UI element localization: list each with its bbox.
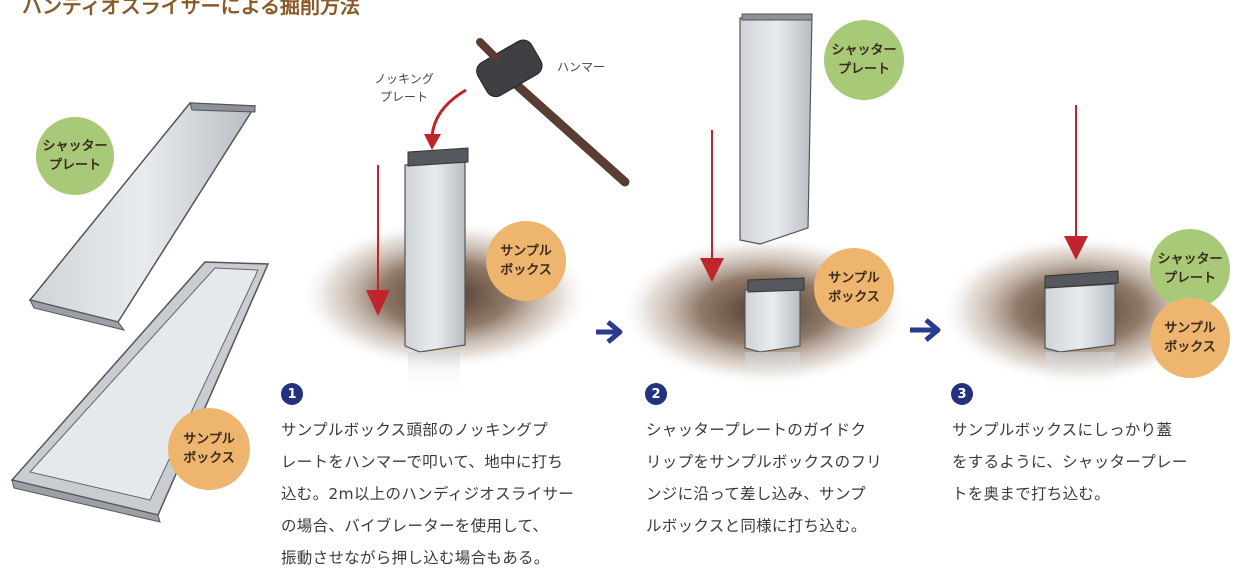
step-number-1: 1 <box>281 383 303 405</box>
step1-red-arrow <box>366 165 390 316</box>
sample-box-badge-step2: サンプル ボックス <box>814 248 894 328</box>
sample-box-badge-left: サンプル ボックス <box>168 408 250 490</box>
knocking-arrow <box>424 88 467 150</box>
step-number-3: 3 <box>951 383 973 405</box>
knocking-plate-label: ノッキング プレート <box>374 72 434 104</box>
step-number-2: 2 <box>645 383 667 405</box>
hammer-illustration <box>476 38 630 187</box>
step2-sample-box <box>744 277 805 392</box>
shutter-plate-badge-step3: シャッター プレート <box>1150 229 1230 309</box>
sample-box-illustration <box>10 261 270 523</box>
step2-red-arrow <box>700 130 724 282</box>
step-1-description: サンプルボックス頭部のノッキングプ レートをハンマーで叩いて、地中に打ち 込む。… <box>281 421 575 567</box>
diagram-title: ハンディオスライサーによる掘削方法 <box>22 0 360 18</box>
step2-shutter-plate <box>739 13 813 245</box>
step1-sample-box <box>404 147 469 392</box>
blue-arrow-1 <box>596 320 623 344</box>
shutter-plate-illustration <box>28 102 257 331</box>
step-3-description: サンプルボックスにしっかり蓋 をするように、シャッタープレー トを奥まで打ち込む… <box>952 421 1188 503</box>
step3-assembly <box>1044 270 1119 392</box>
blue-arrow-2 <box>910 318 941 342</box>
shutter-plate-badge-left: シャッター プレート <box>36 117 114 195</box>
hammer-label: ハンマー <box>556 60 605 74</box>
sample-box-badge-step1: サンプル ボックス <box>486 221 566 301</box>
shutter-plate-badge-step2: シャッター プレート <box>824 20 904 100</box>
step3-red-arrow <box>1064 105 1088 260</box>
sample-box-badge-step3: サンプル ボックス <box>1150 298 1230 378</box>
step-2-description: シャッタープレートのガイドク リップをサンプルボックスのフリ ンジに沿って差し込… <box>646 421 883 535</box>
